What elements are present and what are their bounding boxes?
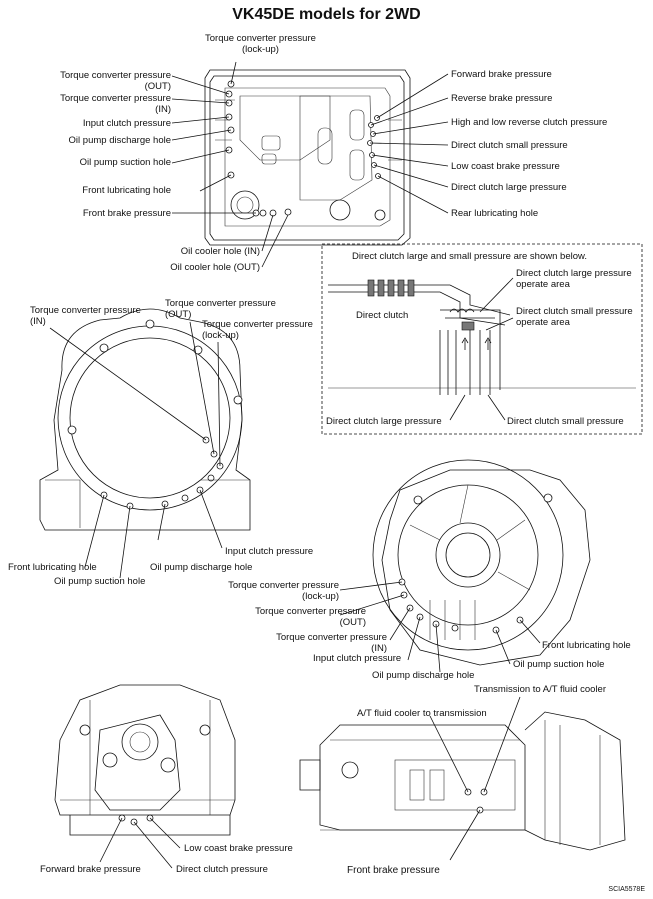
pf-label-pump-discharge: Oil pump discharge hole [372,670,475,681]
sv-label-from-cooler: A/T fluid cooler to transmission [357,708,487,719]
ch-label-tc-in: Torque converter pressure(IN) [30,305,141,327]
inset-small-pressure: Direct clutch small pressure [507,416,624,427]
direct-clutch-inset [321,243,643,435]
inset-direct-clutch: Direct clutch [356,310,409,321]
ch-label-tc-out: Torque converter pressure(OUT) [165,298,276,320]
ch-label-front-lub: Front lubricating hole [8,562,97,573]
oil-pump-face-drawing [339,459,591,673]
converter-housing-drawing [39,308,251,579]
side-view-drawing [299,696,626,861]
vb-label-tc-out: Torque converter pressure(OUT) [60,70,171,92]
inset-caption: Direct clutch large and small pressure a… [352,251,587,262]
pf-label-pump-suction: Oil pump suction hole [513,659,605,670]
vb-label-pump-suction: Oil pump suction hole [79,157,171,168]
vb-label-forward-brake: Forward brake pressure [451,69,552,80]
vb-label-pump-discharge: Oil pump discharge hole [68,135,171,146]
vb-label-dc-small: Direct clutch small pressure [451,140,568,151]
vb-label-dc-large: Direct clutch large pressure [451,182,567,193]
ch-label-pump-suction: Oil pump suction hole [54,576,146,587]
pf-label-input-clutch: Input clutch pressure [313,653,402,664]
pf-label-tc-out: Torque converter pressure(OUT) [255,606,366,628]
pf-label-front-lub: Front lubricating hole [542,640,631,651]
ch-label-pump-discharge: Oil pump discharge hole [150,562,253,573]
fv-label-low-coast: Low coast brake pressure [184,843,293,854]
vb-label-high-low-reverse: High and low reverse clutch pressure [451,117,608,128]
vb-label-tc-lockup: Torque converter pressure(lock-up) [205,33,316,55]
pf-label-tc-in: Torque converter pressure(IN) [276,632,387,654]
vb-label-front-brake: Front brake pressure [82,208,171,219]
sv-label-front-brake: Front brake pressure [347,865,440,876]
vb-label-front-lub: Front lubricating hole [82,185,171,196]
vb-label-rear-lub: Rear lubricating hole [451,208,539,219]
vb-label-low-coast: Low coast brake pressure [451,161,560,172]
fv-label-forward-brake: Forward brake pressure [40,864,141,875]
valve-body-drawing [171,61,449,268]
vb-label-reverse-brake: Reverse brake pressure [451,93,553,104]
page-title: VK45DE models for 2WD [232,6,421,23]
sv-label-to-cooler: Transmission to A/T fluid cooler [474,684,606,695]
vb-label-cooler-out: Oil cooler hole (OUT) [170,262,260,273]
figure-code: SCIA5578E [608,886,645,893]
ch-label-tc-lockup: Torque converter pressure(lock-up) [202,319,313,341]
vb-label-tc-in: Torque converter pressure(IN) [60,93,171,115]
ch-label-input-clutch: Input clutch pressure [225,546,314,557]
fv-label-direct-clutch: Direct clutch pressure [176,864,268,875]
vb-label-cooler-in: Oil cooler hole (IN) [180,246,260,257]
pf-label-tc-lockup: Torque converter pressure(lock-up) [228,580,339,602]
front-view-drawing [54,684,236,869]
vb-label-input-clutch: Input clutch pressure [82,118,171,129]
inset-large-pressure: Direct clutch large pressure [326,416,442,427]
